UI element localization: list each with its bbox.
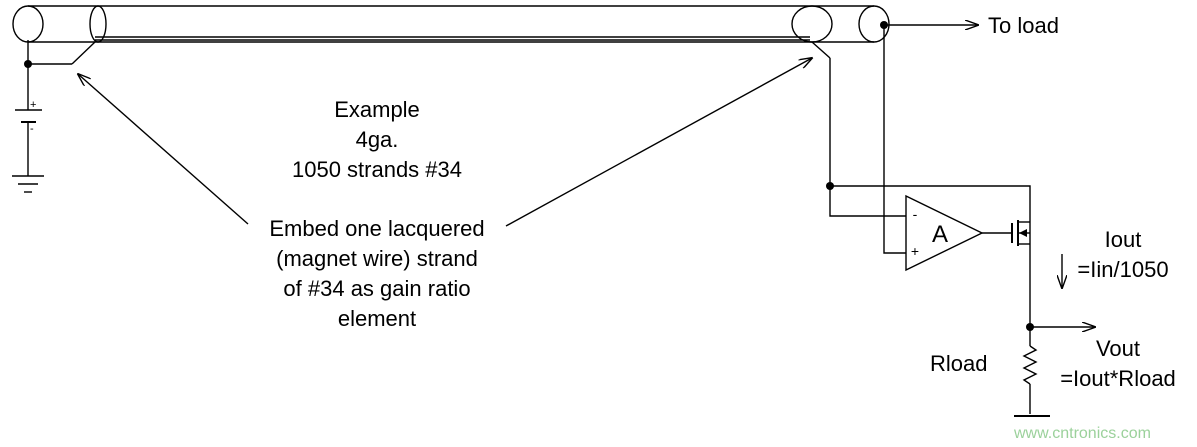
to-load-label: To load	[988, 13, 1059, 38]
cable	[12, 5, 890, 43]
battery-circuit: + -	[12, 40, 96, 193]
watermark: www.cntronics.com	[1013, 425, 1151, 442]
embed-line-2: (magnet wire) strand	[276, 246, 478, 271]
ground-left-icon	[12, 175, 44, 193]
iout-label: Iout	[1105, 227, 1142, 252]
rload-label: Rload	[930, 351, 987, 376]
battery-minus: -	[30, 123, 34, 135]
op-amp-label: A	[932, 221, 948, 248]
embed-line-4: element	[338, 306, 416, 331]
resistor-icon	[1022, 345, 1038, 385]
vout-formula: =Iout*Rload	[1060, 366, 1176, 391]
example-line-1: Example	[334, 97, 420, 122]
battery-plus: +	[30, 99, 36, 111]
mosfet-icon	[1011, 220, 1031, 246]
embed-line-3: of #34 as gain ratio	[283, 276, 470, 301]
op-amp-minus: -	[913, 206, 918, 222]
source-sense-wire	[830, 185, 1031, 222]
annotation-arrow-left	[78, 74, 249, 225]
op-amp: A - +	[905, 194, 984, 272]
cable-right-outer	[791, 5, 833, 43]
cable-left-inner	[89, 5, 107, 43]
embed-line-1: Embed one lacquered	[269, 216, 484, 241]
annotation-arrow-right	[505, 58, 812, 227]
vout-label: Vout	[1096, 336, 1140, 361]
example-line-3: 1050 strands #34	[292, 157, 462, 182]
op-amp-plus: +	[911, 243, 919, 259]
iout-formula: =Iin/1050	[1077, 257, 1168, 282]
example-line-2: 4ga.	[356, 127, 399, 152]
core-to-plus-wire	[883, 25, 906, 254]
sense-wire	[829, 58, 906, 217]
cable-left-end	[12, 5, 44, 43]
